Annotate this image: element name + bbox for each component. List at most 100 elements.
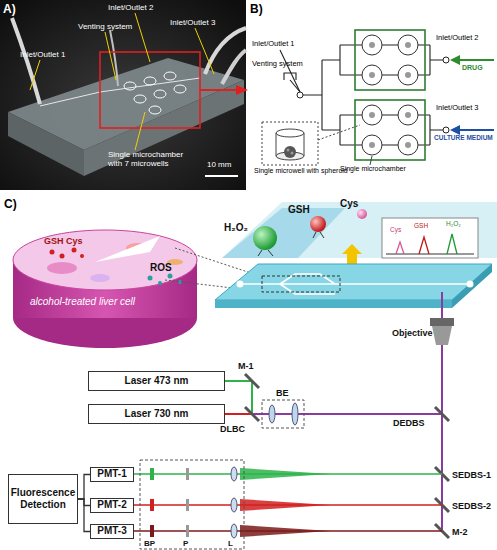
part-label: Inlet/Outlet 3 [436,104,479,113]
chip-photo [164,72,176,80]
microchip-and-optics [240,499,330,511]
chip-photo [100,52,200,128]
laser-box: Laser 473 nm [88,371,225,391]
microchip-and-optics [240,274,470,294]
microchip-and-optics [240,468,330,480]
reaction-inset [386,254,474,255]
microchip-and-optics [150,525,154,537]
part-label: Single microchamber with 7 microwells [108,150,198,168]
microchip-and-optics [140,460,244,549]
chip-photo [105,32,116,80]
part-label: BE [276,388,289,398]
liver-cell-illustration [72,248,77,253]
signal-connector [78,499,90,532]
part-label: alcohol-treated liver cell [30,296,135,308]
microfluidic-schematic [284,146,296,158]
node-text: Laser 730 nm [125,408,189,421]
node-text: Fluorescence Detection [9,487,77,512]
microfluidic-schematic [405,72,411,78]
chip-photo [144,77,156,85]
microfluidic-schematic [369,112,375,118]
microchip-and-optics [292,403,298,425]
part-label: M-1 [238,361,254,371]
chip-photo [135,112,145,150]
microfluidic-schematic [355,30,425,90]
part-label: SEDBS-2 [452,501,491,511]
reaction-inset [258,232,324,256]
reaction-inset [447,234,457,254]
reaction-inset [419,237,429,254]
microchip-and-optics [150,499,154,511]
chip-photo [195,28,214,74]
chip-photo [30,60,40,90]
chip-photo [200,89,238,91]
chip-photo [0,0,248,190]
reaction-inset [382,218,478,258]
microchip-and-optics [150,468,154,480]
microfluidic-schematic [450,125,460,135]
liver-cell-illustration [50,250,55,255]
microchip-and-optics [245,407,259,421]
microfluidic-schematic [287,149,290,152]
part-label: H₂O₂ [446,220,461,227]
microfluidic-schematic [370,156,372,165]
part-label: GSH [414,222,428,229]
microchip-and-optics [186,468,189,480]
microfluidic-schematic [362,35,418,155]
microfluidic-schematic [303,45,443,145]
reaction-inset [253,226,277,250]
part-label: BP [144,539,155,548]
part-label: Inlet/Outlet 1 [20,50,65,59]
microfluidic-schematic [398,35,418,55]
part-label: H₂O₂ [224,222,248,234]
microfluidic-schematic [369,42,411,148]
liver-cell-illustration [95,236,160,262]
part-label: Cys [390,226,401,233]
liver-cell-illustration [90,274,110,282]
microfluidic-schematic [248,0,497,192]
node-text: PMT-3 [97,525,126,538]
part-label: A) [3,3,16,17]
microchip-and-optics [231,524,237,538]
microchip-and-optics [186,525,189,537]
microfluidic-schematic [369,142,375,148]
microchip-and-optics [240,525,330,537]
reaction-inset [357,209,367,219]
microchip-and-optics [215,300,452,308]
part-label: C) [4,198,17,212]
reaction-inset [222,208,345,258]
liver-cell-illustration [47,262,77,274]
part-label: Single microwell with spheroid [254,167,354,175]
microfluidic-schematic [262,122,318,165]
microfluidic-schematic [405,42,411,48]
microfluidic-schematic [405,142,411,148]
pmt-box: PMT-3 [90,524,134,539]
liver-cell-illustration [50,248,85,259]
chip-photo [222,50,246,84]
chip-photo [149,106,161,114]
microfluidic-schematic [405,112,411,118]
microchip-and-optics [245,374,449,538]
microchip-and-optics [215,264,492,300]
microfluidic-schematic [458,59,494,61]
microchip-and-optics [435,407,449,421]
microfluidic-schematic [362,35,382,55]
liver-cell-illustration [60,254,65,259]
chip-photo [0,0,246,190]
microfluidic-schematic [280,50,300,92]
laser-box: Laser 730 nm [88,404,225,424]
liver-cell-illustration [148,276,153,281]
chip-photo [205,175,238,177]
chip-photo [12,18,40,104]
part-label: GSH Cys [44,236,83,246]
part-label: Cys [340,198,358,210]
microchip-and-optics [237,281,244,288]
microfluidic-schematic [398,135,418,155]
liver-cell-illustration [158,281,162,285]
microfluidic-schematic [450,55,460,65]
microchip-and-optics [452,264,492,308]
microfluidic-schematic [297,92,303,98]
microfluidic-schematic [458,129,494,131]
node-text: Laser 473 nm [125,375,189,388]
